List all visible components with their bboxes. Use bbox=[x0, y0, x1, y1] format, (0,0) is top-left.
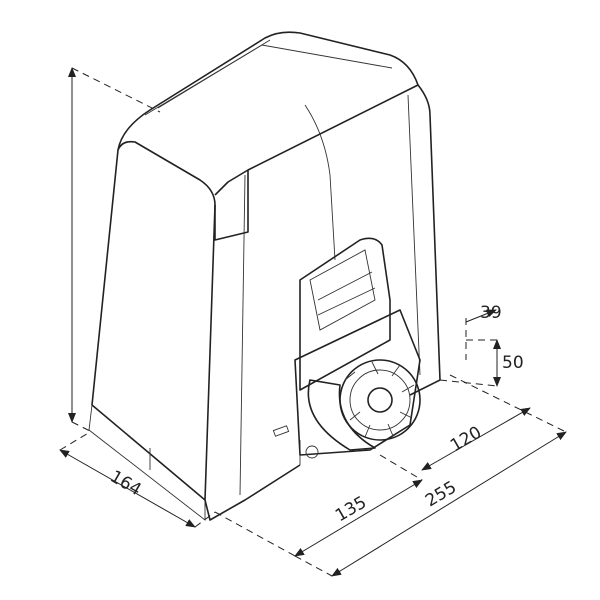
dimension-50: 50 bbox=[502, 353, 524, 373]
pinion-assembly bbox=[294, 237, 421, 459]
dimension-135: 135 bbox=[332, 493, 370, 527]
dimension-255: 255 bbox=[422, 477, 460, 511]
dimension-39: 39 bbox=[480, 303, 502, 323]
dimension-lines bbox=[59, 67, 567, 577]
motor-body bbox=[88, 31, 441, 521]
pinion-gear-icon bbox=[339, 359, 421, 441]
dimension-120: 120 bbox=[447, 423, 485, 457]
